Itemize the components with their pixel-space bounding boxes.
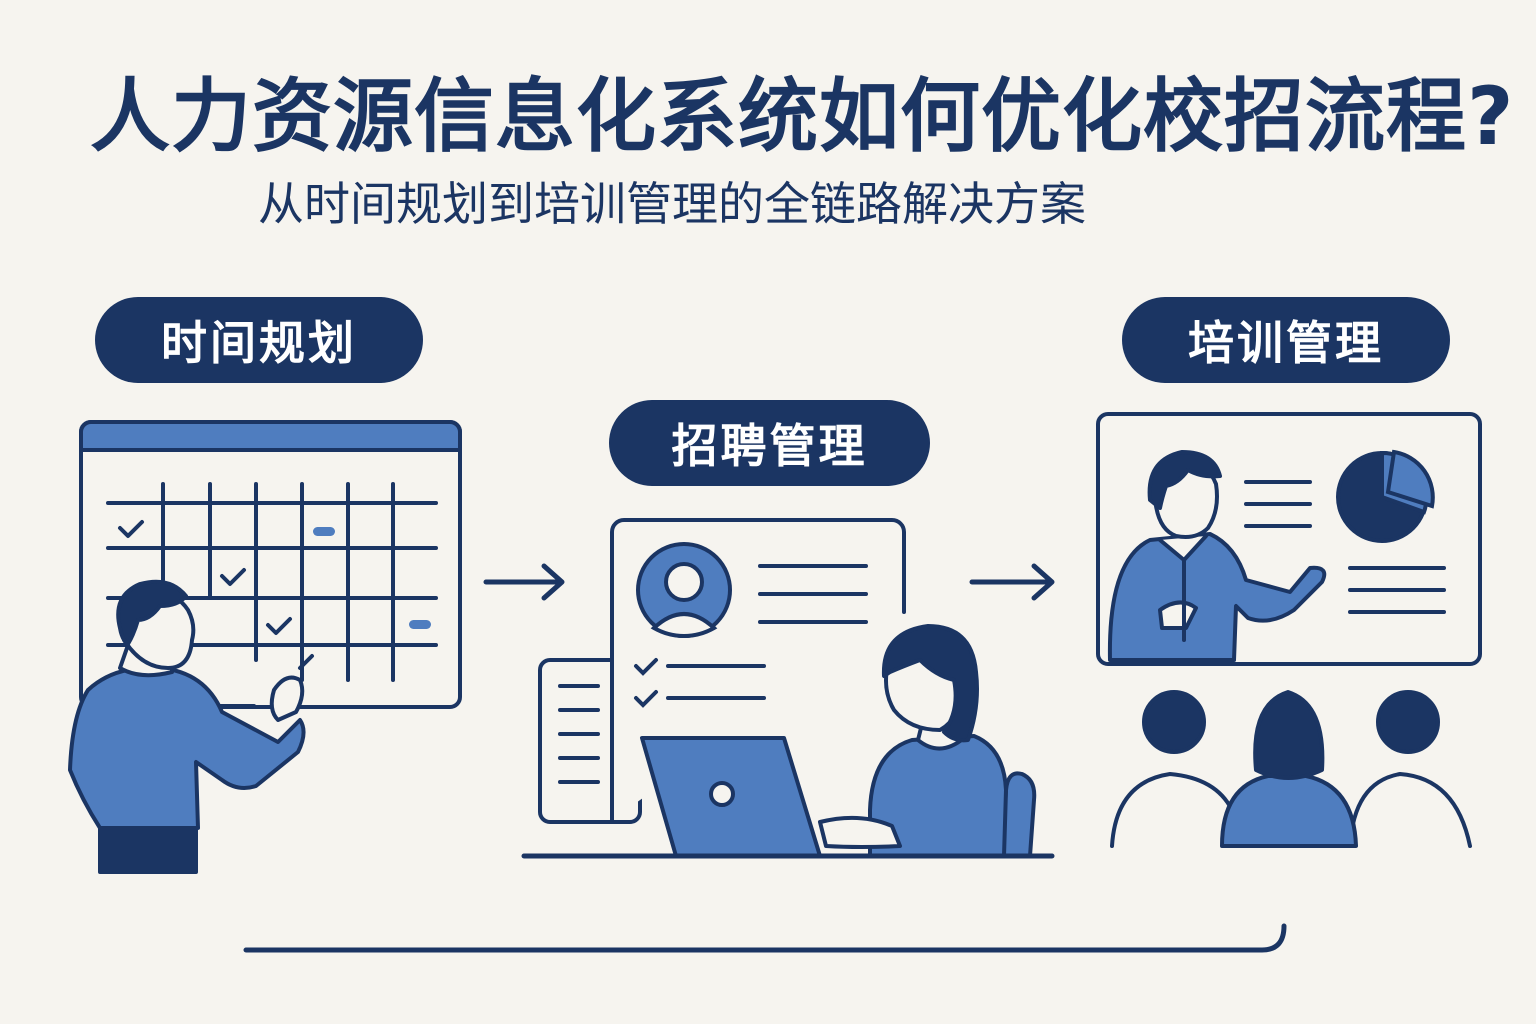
presenter-at-calendar (68, 579, 314, 874)
step-label-time-planning: 时间规划 (95, 297, 423, 383)
recruiter-at-laptop (640, 624, 1037, 858)
timeline-line (243, 923, 1287, 953)
step-label-recruitment-management: 招聘管理 (609, 400, 930, 486)
page-title: 人力资源信息化系统如何优化校招流程? (90, 70, 1515, 163)
step-label-training-management: 培训管理 (1122, 297, 1450, 383)
arrow-right-icon (483, 563, 565, 601)
page-subtitle: 从时间规划到培训管理的全链路解决方案 (258, 177, 1086, 231)
profile-icon (636, 542, 732, 639)
pie-chart-icon (1336, 449, 1435, 543)
audience-icon (1110, 690, 1472, 848)
presenter-icon (1107, 450, 1327, 662)
arrow-right-icon (969, 563, 1055, 601)
checkmark-icon (118, 520, 292, 635)
